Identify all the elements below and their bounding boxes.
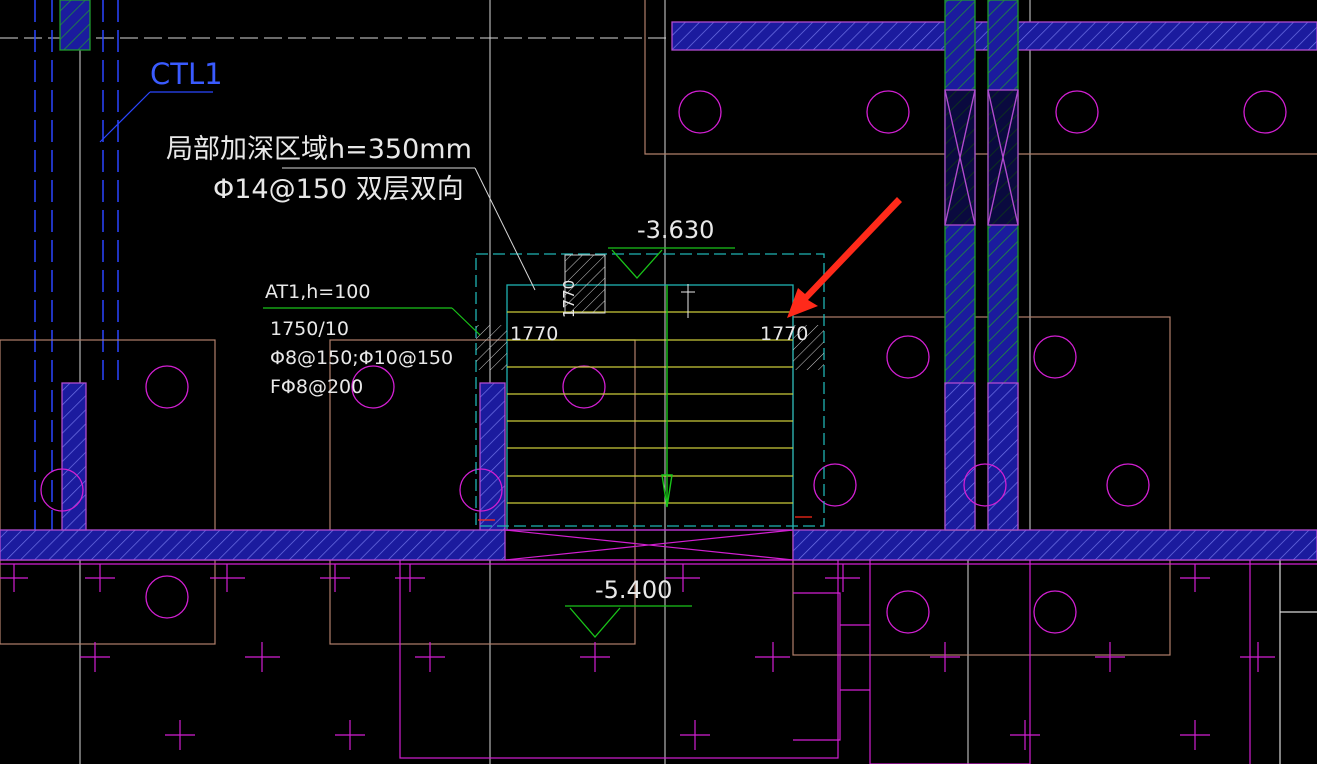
elev-bottom-label: -5.400: [595, 576, 672, 604]
red-pointer-arrow-icon: [787, 197, 902, 318]
stair-plan: [475, 253, 825, 561]
leader-lines: [282, 167, 536, 291]
stair-name-label: AT1,h=100: [265, 281, 370, 303]
stair-rebar2-label: FΦ8@200: [270, 376, 363, 398]
note-rebar-label: Φ14@150 双层双向: [213, 174, 464, 205]
elev-top-label: -3.630: [637, 216, 714, 244]
dim-left-label: 1770: [510, 323, 558, 345]
stair-leader: [263, 307, 481, 336]
stair-rebar1-label: Φ8@150;Φ10@150: [270, 347, 453, 369]
walls: [0, 0, 1317, 561]
dim-right-label: 1770: [760, 323, 808, 345]
circle-marker-icon: [40, 90, 1287, 634]
dim-top-label: 1770: [560, 280, 578, 318]
stair-steps-label: 1750/10: [270, 318, 349, 340]
ctl-label: CTL1: [150, 57, 223, 91]
crosshair-marker-icon: [0, 564, 1275, 750]
elevation-markers: [565, 247, 735, 638]
note-area-label: 局部加深区域h=350mm: [166, 134, 472, 165]
